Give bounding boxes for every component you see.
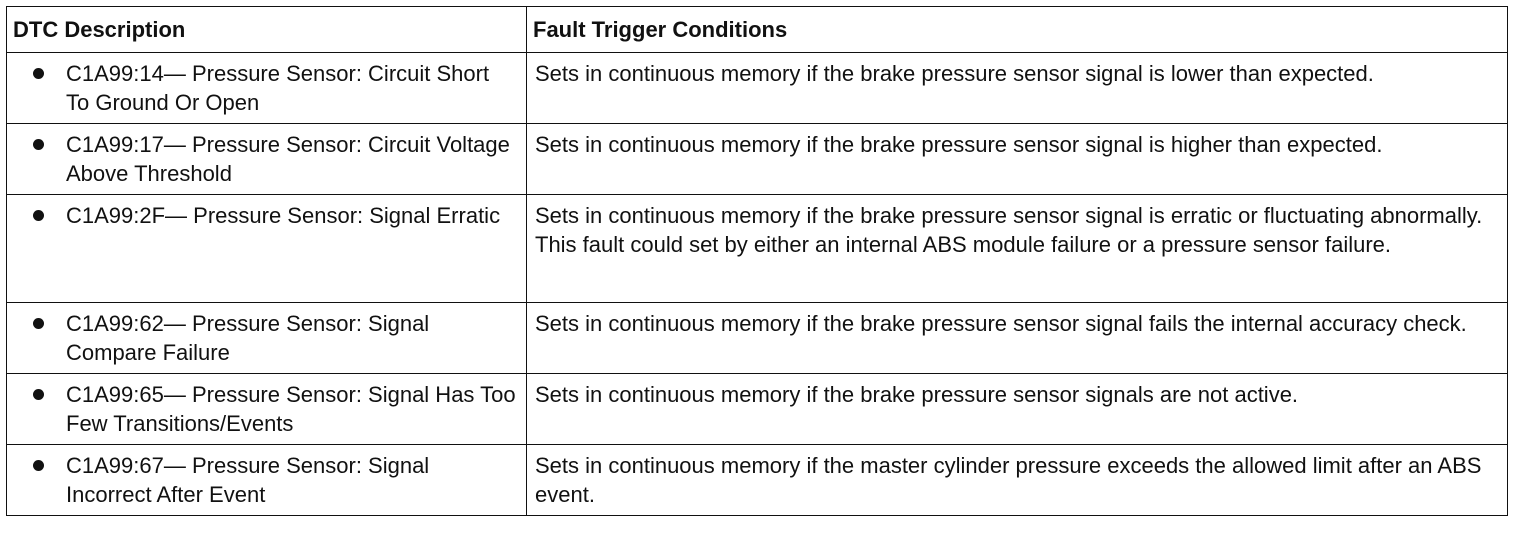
bullet-icon: [33, 318, 44, 329]
dtc-description-text: C1A99:14— Pressure Sensor: Circuit Short…: [66, 61, 490, 115]
table-row: C1A99:62— Pressure Sensor: Signal Compar…: [6, 302, 1508, 374]
dtc-description-text: C1A99:2F— Pressure Sensor: Signal Errati…: [66, 203, 501, 228]
dtc-table-container: DTC Description Fault Trigger Conditions…: [6, 6, 1508, 516]
table-header-row: DTC Description Fault Trigger Conditions: [6, 6, 1508, 53]
dtc-description-cell: C1A99:14— Pressure Sensor: Circuit Short…: [6, 52, 527, 124]
dtc-description-cell: C1A99:17— Pressure Sensor: Circuit Volta…: [6, 123, 527, 195]
fault-trigger-conditions-cell: Sets in continuous memory if the brake p…: [526, 302, 1508, 374]
fault-trigger-conditions-cell: Sets in continuous memory if the brake p…: [526, 52, 1508, 124]
dtc-description-text: C1A99:17— Pressure Sensor: Circuit Volta…: [66, 132, 510, 186]
dtc-description-cell: C1A99:62— Pressure Sensor: Signal Compar…: [6, 302, 527, 374]
fault-trigger-conditions-cell: Sets in continuous memory if the brake p…: [526, 194, 1508, 303]
table-row: C1A99:14— Pressure Sensor: Circuit Short…: [6, 52, 1508, 124]
table-row: C1A99:65— Pressure Sensor: Signal Has To…: [6, 373, 1508, 445]
column-header-fault-trigger-conditions: Fault Trigger Conditions: [526, 6, 1508, 53]
dtc-description-cell: C1A99:2F— Pressure Sensor: Signal Errati…: [6, 194, 527, 303]
dtc-description-text: C1A99:65— Pressure Sensor: Signal Has To…: [66, 382, 516, 436]
table-row: C1A99:17— Pressure Sensor: Circuit Volta…: [6, 123, 1508, 195]
fault-trigger-conditions-cell: Sets in continuous memory if the brake p…: [526, 123, 1508, 195]
dtc-description-text: C1A99:67— Pressure Sensor: Signal Incorr…: [66, 453, 430, 507]
column-header-dtc-description: DTC Description: [6, 6, 527, 53]
bullet-icon: [33, 389, 44, 400]
dtc-description-cell: C1A99:65— Pressure Sensor: Signal Has To…: [6, 373, 527, 445]
dtc-table: DTC Description Fault Trigger Conditions…: [6, 6, 1508, 516]
fault-trigger-conditions-cell: Sets in continuous memory if the master …: [526, 444, 1508, 516]
bullet-icon: [33, 68, 44, 79]
bullet-icon: [33, 139, 44, 150]
table-row: C1A99:67— Pressure Sensor: Signal Incorr…: [6, 444, 1508, 516]
dtc-description-cell: C1A99:67— Pressure Sensor: Signal Incorr…: [6, 444, 527, 516]
table-row: C1A99:2F— Pressure Sensor: Signal Errati…: [6, 194, 1508, 303]
fault-trigger-conditions-cell: Sets in continuous memory if the brake p…: [526, 373, 1508, 445]
dtc-description-text: C1A99:62— Pressure Sensor: Signal Compar…: [66, 311, 430, 365]
bullet-icon: [33, 460, 44, 471]
bullet-icon: [33, 210, 44, 221]
